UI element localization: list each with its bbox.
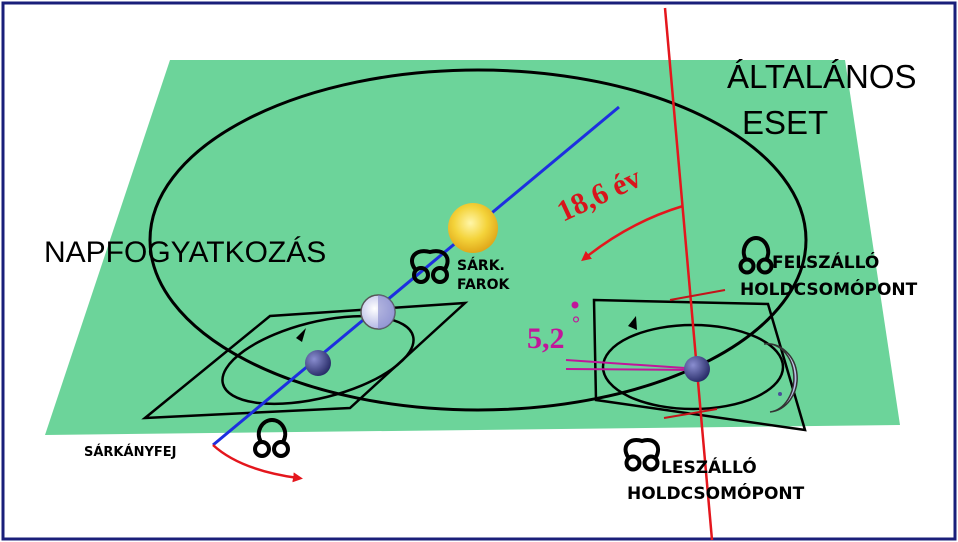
case-title-line2: ESET — [742, 104, 828, 141]
tail-label-line2: FAROK — [457, 277, 510, 293]
sun — [448, 203, 498, 253]
left-moon-orbit-ellipse — [221, 314, 415, 406]
ascending-node-label-line2: HOLDCSOMÓPONT — [740, 278, 918, 300]
earth-left — [305, 350, 331, 376]
inclination-degree: ° — [572, 313, 580, 335]
ascending-node-marker — [669, 289, 726, 301]
magenta-dot — [571, 301, 579, 309]
ascending-node-icon — [253, 417, 290, 458]
descending-node-marker — [663, 408, 718, 419]
ecliptic-pole-axis — [663, 7, 714, 541]
head-label: SÁRKÁNYFEJ — [84, 444, 176, 460]
inclination-line-lower — [565, 368, 701, 371]
left-orbit-direction-arrow — [296, 328, 306, 342]
left-moon-orbit-plane — [141, 301, 469, 420]
moon-shadow-half — [378, 295, 395, 329]
right-orbit-direction-arrow — [628, 316, 637, 330]
right-moon-orbit-plane — [592, 298, 807, 432]
precession-arc-arrow — [581, 204, 684, 262]
descending-node-label-line2: HOLDCSOMÓPONT — [627, 482, 805, 504]
inclination-label: 5,2 — [527, 322, 565, 355]
eclipse-label: NAPFOGYATKOZÁS — [44, 236, 326, 269]
moon-crescent-dot — [778, 392, 782, 396]
descending-node-label-icon — [623, 438, 661, 472]
ascending-node-label-icon — [738, 235, 774, 275]
descending-node-icon — [410, 249, 450, 284]
tail-label-line1: SÁRK. — [457, 257, 505, 274]
case-title-line1: ÁLTALÁNOS — [727, 58, 917, 95]
earth-orbit-ellipse — [148, 68, 808, 412]
ascending-node-label-line1: FELSZÁLLÓ — [772, 251, 879, 273]
inclination-line-upper — [565, 359, 701, 370]
earth-right — [684, 356, 710, 382]
moon-crescent — [763, 343, 798, 413]
node-regression-arrow — [212, 444, 303, 483]
descending-node-label-line1: LESZÁLLÓ — [661, 456, 757, 478]
